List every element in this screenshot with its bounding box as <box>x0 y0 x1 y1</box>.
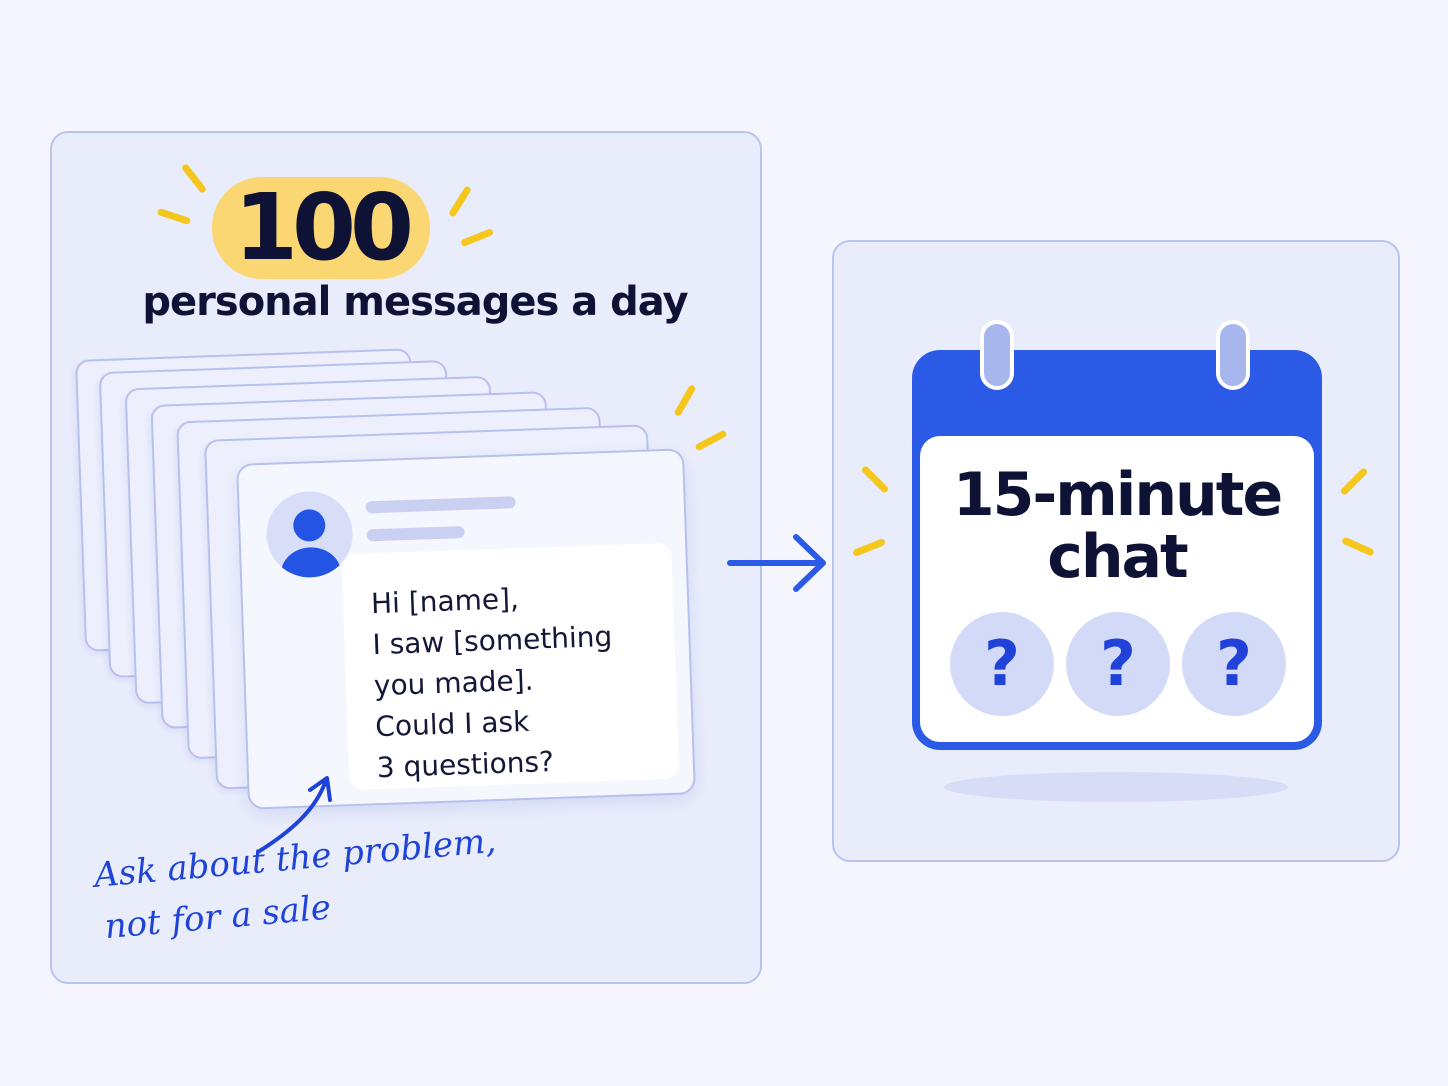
name-placeholder-line <box>365 496 516 514</box>
question-mark-icon: ? <box>1066 612 1170 716</box>
question-mark-icon: ? <box>1182 612 1286 716</box>
name-placeholder-line <box>366 525 465 542</box>
user-avatar-icon <box>265 489 355 579</box>
calendar-ring <box>980 320 1014 390</box>
chat-title-line: 15-minute <box>952 460 1283 530</box>
count-highlight <box>212 177 430 279</box>
message-bubble: Hi [name], I saw [something you made]. C… <box>341 542 680 791</box>
chat-title-line: chat <box>1047 522 1188 592</box>
chat-title: 15-minute chat <box>920 464 1314 588</box>
calendar-body: 15-minute chat ? ? ? <box>920 436 1314 742</box>
calendar-shadow <box>944 772 1288 802</box>
message-card: Hi [name], I saw [something you made]. C… <box>236 448 696 810</box>
count-caption: personal messages a day <box>142 279 688 325</box>
message-count: 100 <box>233 174 414 281</box>
question-mark-icon: ? <box>950 612 1054 716</box>
arrow-right-icon <box>727 534 826 592</box>
annotation-arrow-icon <box>256 776 332 854</box>
message-line: 3 questions? <box>376 745 555 785</box>
calendar-ring <box>1216 320 1250 390</box>
calendar-icon: 15-minute chat ? ? ? <box>912 320 1322 750</box>
